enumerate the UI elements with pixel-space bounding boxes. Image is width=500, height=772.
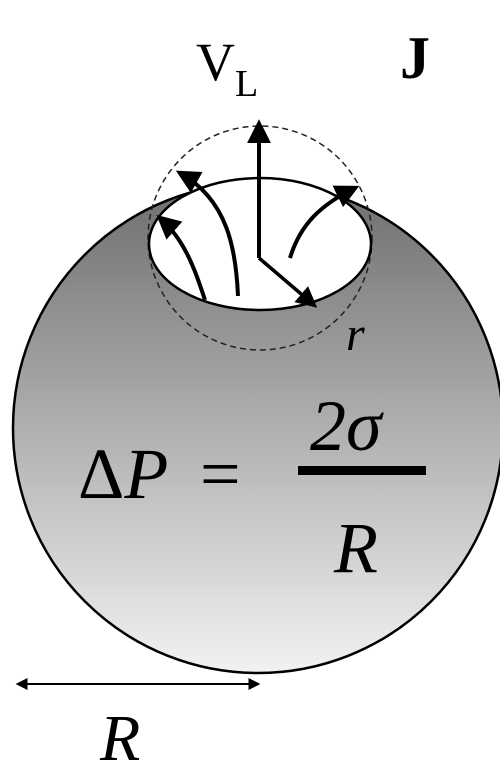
flow-arrow-left-outer	[156, 214, 207, 301]
radius-label: R	[99, 702, 140, 772]
velocity-subscript: L	[235, 63, 258, 105]
pore-radius-label: r	[346, 308, 365, 361]
panel-label: J	[400, 25, 430, 91]
equation-denominator: R	[333, 508, 378, 588]
flow-arrow-left-inner	[175, 170, 240, 297]
pore-radius-arrow	[257, 256, 318, 308]
equation-lhs: ΔP	[78, 434, 168, 514]
velocity-symbol: V	[196, 32, 235, 92]
flow-arrow-right	[288, 185, 360, 259]
velocity-label: VL	[196, 32, 258, 105]
pore-dashed-circle	[147, 125, 373, 351]
equation-delta: Δ	[78, 434, 124, 514]
equation-equals: =	[200, 434, 241, 514]
fraction-bar	[298, 466, 426, 475]
equation-p: P	[123, 434, 168, 514]
equation-numerator: 2σ	[310, 386, 384, 466]
flow-arrows	[156, 170, 360, 301]
